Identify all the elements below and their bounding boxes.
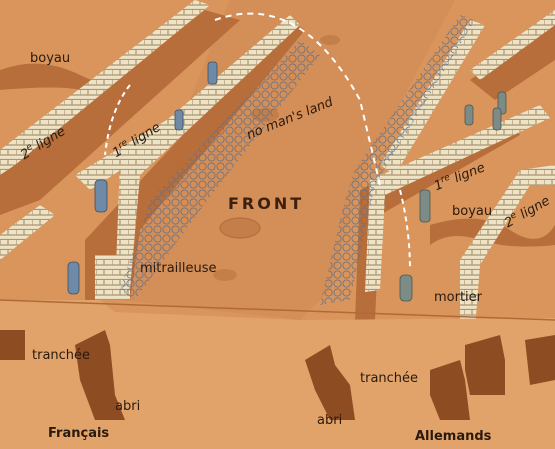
left-sandbags-2b [0,205,55,260]
left-abri-label: abri [115,399,141,414]
right-edge-cut [525,335,555,385]
left-tranchee-label: tranchée [32,348,91,363]
no-mans-land-area [120,0,455,320]
left-trench-cut [0,330,25,360]
right-trench-cut [465,335,505,395]
right-sandbags-2c [460,165,555,330]
mitrailleuse-label: mitrailleuse [140,261,217,276]
left-trench-2 [0,10,240,215]
left-sandbags-2 [0,0,210,175]
german-soldiers [399,91,507,302]
right-dugout-cut [430,360,470,420]
right-arrow [399,189,411,271]
right-sandbags-1 [365,105,550,292]
allemands-label: Allemands [415,429,492,444]
right-tranchee-label: tranchée [360,371,419,386]
mortier-label: mortier [434,290,483,305]
french-soldiers [67,61,218,295]
left-boyau-label: boyau [30,51,71,66]
foreground-ground [0,300,555,449]
left-barbed-wire [120,40,320,300]
left-dugout-cut [75,330,125,420]
crater [213,269,237,281]
left-sandbags-1b [75,115,190,190]
right-barbed-wire [320,15,475,305]
left-sandbags-1 [115,15,300,295]
mid-trench-cut [305,345,355,420]
crater [219,217,261,239]
attack-arrow [214,12,381,186]
right-boyau-label: boyau [452,204,493,219]
francais-label: Français [48,426,110,441]
front-label: FRONT [228,194,305,213]
right-sandbags-1b [380,20,485,175]
crater [320,35,340,45]
right-sandbags-2 [470,10,555,80]
right-abri-label: abri [317,413,343,428]
left-arrow [104,84,131,156]
